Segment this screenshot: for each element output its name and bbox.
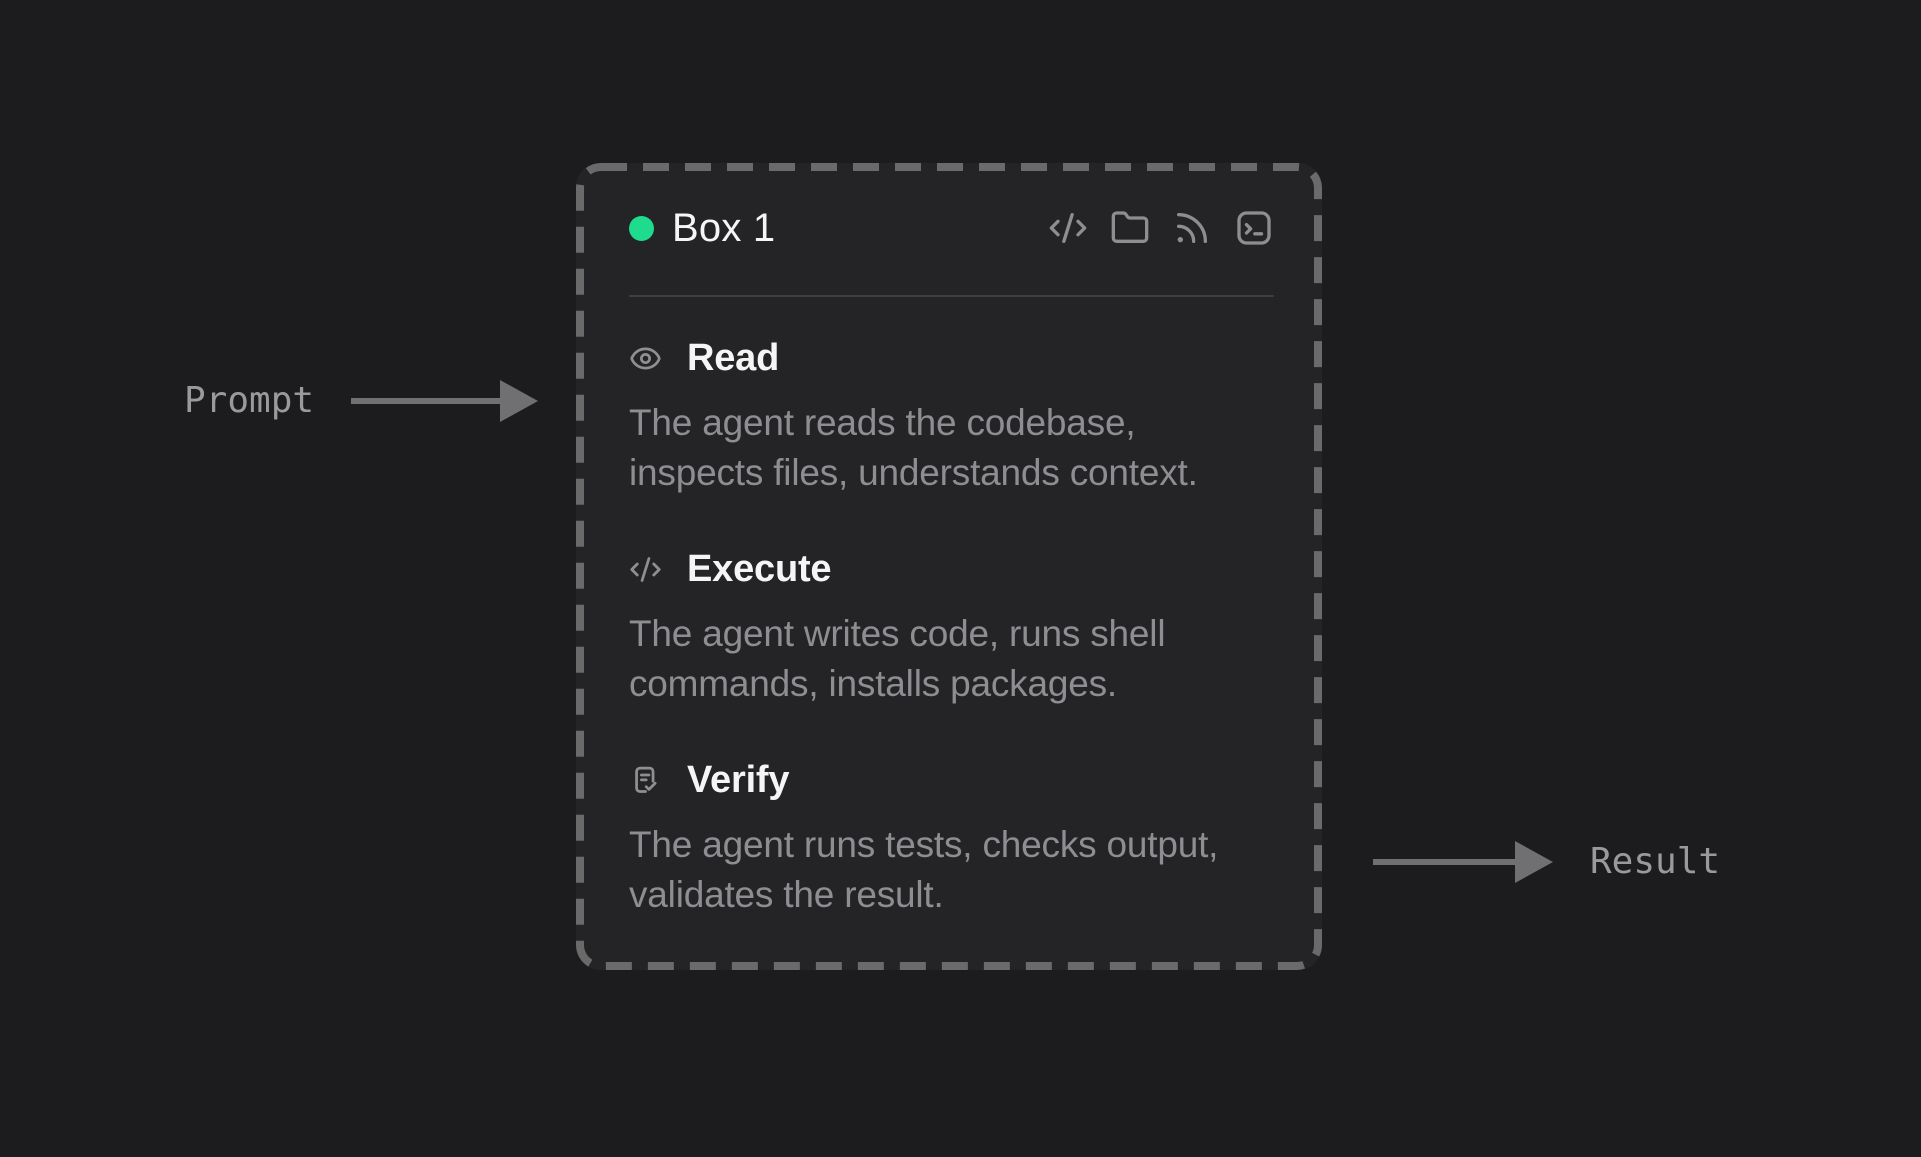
terminal-icon xyxy=(1234,208,1274,248)
result-label: Result xyxy=(1590,841,1721,882)
folder-icon xyxy=(1110,208,1150,248)
status-dot xyxy=(629,215,654,241)
agent-box-card: Box 1 xyxy=(576,163,1322,970)
section-description: The agent reads the codebase, inspects f… xyxy=(629,398,1274,498)
section-title: Verify xyxy=(687,759,790,801)
header-divider xyxy=(629,295,1274,297)
prompt-label: Prompt xyxy=(184,380,315,421)
box-header: Box 1 xyxy=(629,205,1274,251)
description-line: The agent writes code, runs shell xyxy=(629,613,1166,654)
description-line: inspects files, understands context. xyxy=(629,452,1198,493)
description-line: The agent reads the codebase, xyxy=(629,402,1136,443)
section-title: Read xyxy=(687,337,780,379)
capability-icons xyxy=(1048,208,1274,248)
section-verify: Verify The agent runs tests, checks outp… xyxy=(629,756,1274,920)
description-line: The agent runs tests, checks output, xyxy=(629,824,1219,865)
description-line: validates the result. xyxy=(629,874,944,915)
result-annotation: Result xyxy=(1372,838,1720,886)
section-execute: Execute The agent writes code, runs shel… xyxy=(629,545,1274,709)
arrow-right-icon xyxy=(350,377,540,425)
code-icon xyxy=(629,553,662,586)
section-description: The agent writes code, runs shell comman… xyxy=(629,609,1274,709)
code-icon xyxy=(1048,208,1088,248)
box-title: Box 1 xyxy=(672,206,776,250)
rss-icon xyxy=(1172,208,1212,248)
section-description: The agent runs tests, checks output, val… xyxy=(629,820,1274,920)
section-title: Execute xyxy=(687,548,832,590)
prompt-annotation: Prompt xyxy=(184,377,540,425)
section-read: Read The agent reads the codebase, inspe… xyxy=(629,334,1274,498)
description-line: commands, installs packages. xyxy=(629,663,1117,704)
eye-icon xyxy=(629,342,662,375)
arrow-right-icon xyxy=(1372,838,1555,886)
clipboard-check-icon xyxy=(629,764,662,797)
